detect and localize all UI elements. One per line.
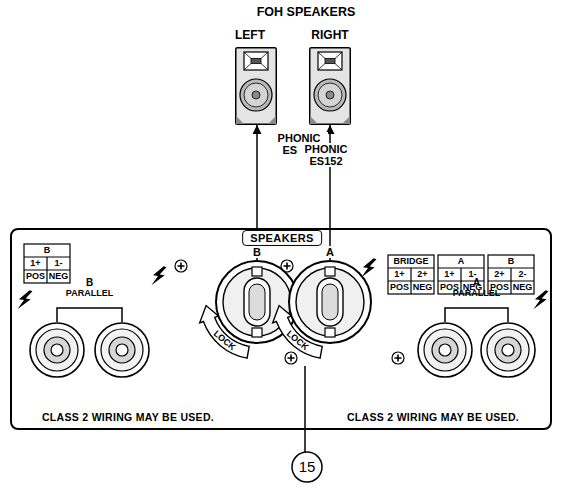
speaker-heading: RIGHT	[311, 29, 348, 42]
jack-socket	[30, 323, 84, 377]
table-cell: POS	[390, 283, 409, 293]
speakon-outline	[288, 260, 372, 344]
panel-screw	[285, 352, 297, 364]
amplifier-panel: SPEAKERSBLOCKALOCK	[10, 228, 552, 430]
group-label: PARALLEL	[453, 289, 500, 299]
section-tab: SPEAKERS	[242, 230, 322, 246]
panel-screw	[175, 260, 187, 272]
table-cell: 1+	[394, 270, 404, 280]
model-label: PHONIC ES152	[297, 143, 355, 167]
jack-socket	[418, 323, 472, 377]
speakon-connector: ALOCK	[288, 260, 372, 344]
table-cell: 2+	[417, 270, 427, 280]
table-cell: 2+	[494, 270, 504, 280]
channel-letter: B	[86, 277, 93, 288]
group-label: PARALLEL	[66, 289, 113, 299]
table-cell: POS	[26, 272, 45, 282]
table-cell: 1+	[30, 259, 40, 269]
channel-letter: A	[325, 246, 335, 258]
warning-bolt	[150, 264, 168, 288]
warning-bolt	[532, 288, 550, 312]
panel-screw	[392, 352, 404, 364]
jack-socket	[481, 323, 535, 377]
warning-bolt	[16, 288, 34, 312]
speaker-outline	[235, 47, 277, 125]
table-cell: 2-	[518, 270, 526, 280]
table-cell: NEG	[513, 283, 533, 293]
note-text: CLASS 2 WIRING MAY BE USED.	[42, 412, 214, 424]
callout-circle	[292, 452, 322, 482]
channel-letter: B	[252, 246, 262, 258]
speaker-heading: LEFT	[235, 29, 265, 42]
table-cell: NEG	[49, 272, 69, 282]
table-cell: NEG	[413, 283, 433, 293]
table-cell: A	[458, 257, 465, 267]
table-cell: 1-	[54, 259, 62, 269]
speaker-cabinet: RIGHTPHONIC ES152	[309, 47, 351, 125]
speaker-cabinet: LEFTPHONIC ES152	[235, 47, 277, 125]
note-text: CLASS 2 WIRING MAY BE USED.	[347, 412, 519, 424]
diagram-title: FOH SPEAKERS	[257, 6, 356, 20]
callout-number: 15	[299, 459, 316, 476]
jack-socket	[95, 323, 149, 377]
panel-screw	[175, 260, 404, 364]
leader-line	[304, 366, 306, 452]
table-cell: B	[508, 257, 515, 267]
speaker-outline	[309, 47, 351, 125]
channel-letter: A	[473, 277, 480, 288]
table-cell: BRIDGE	[393, 257, 428, 267]
table-cell: 1+	[444, 270, 454, 280]
table-cell: B	[44, 246, 51, 256]
